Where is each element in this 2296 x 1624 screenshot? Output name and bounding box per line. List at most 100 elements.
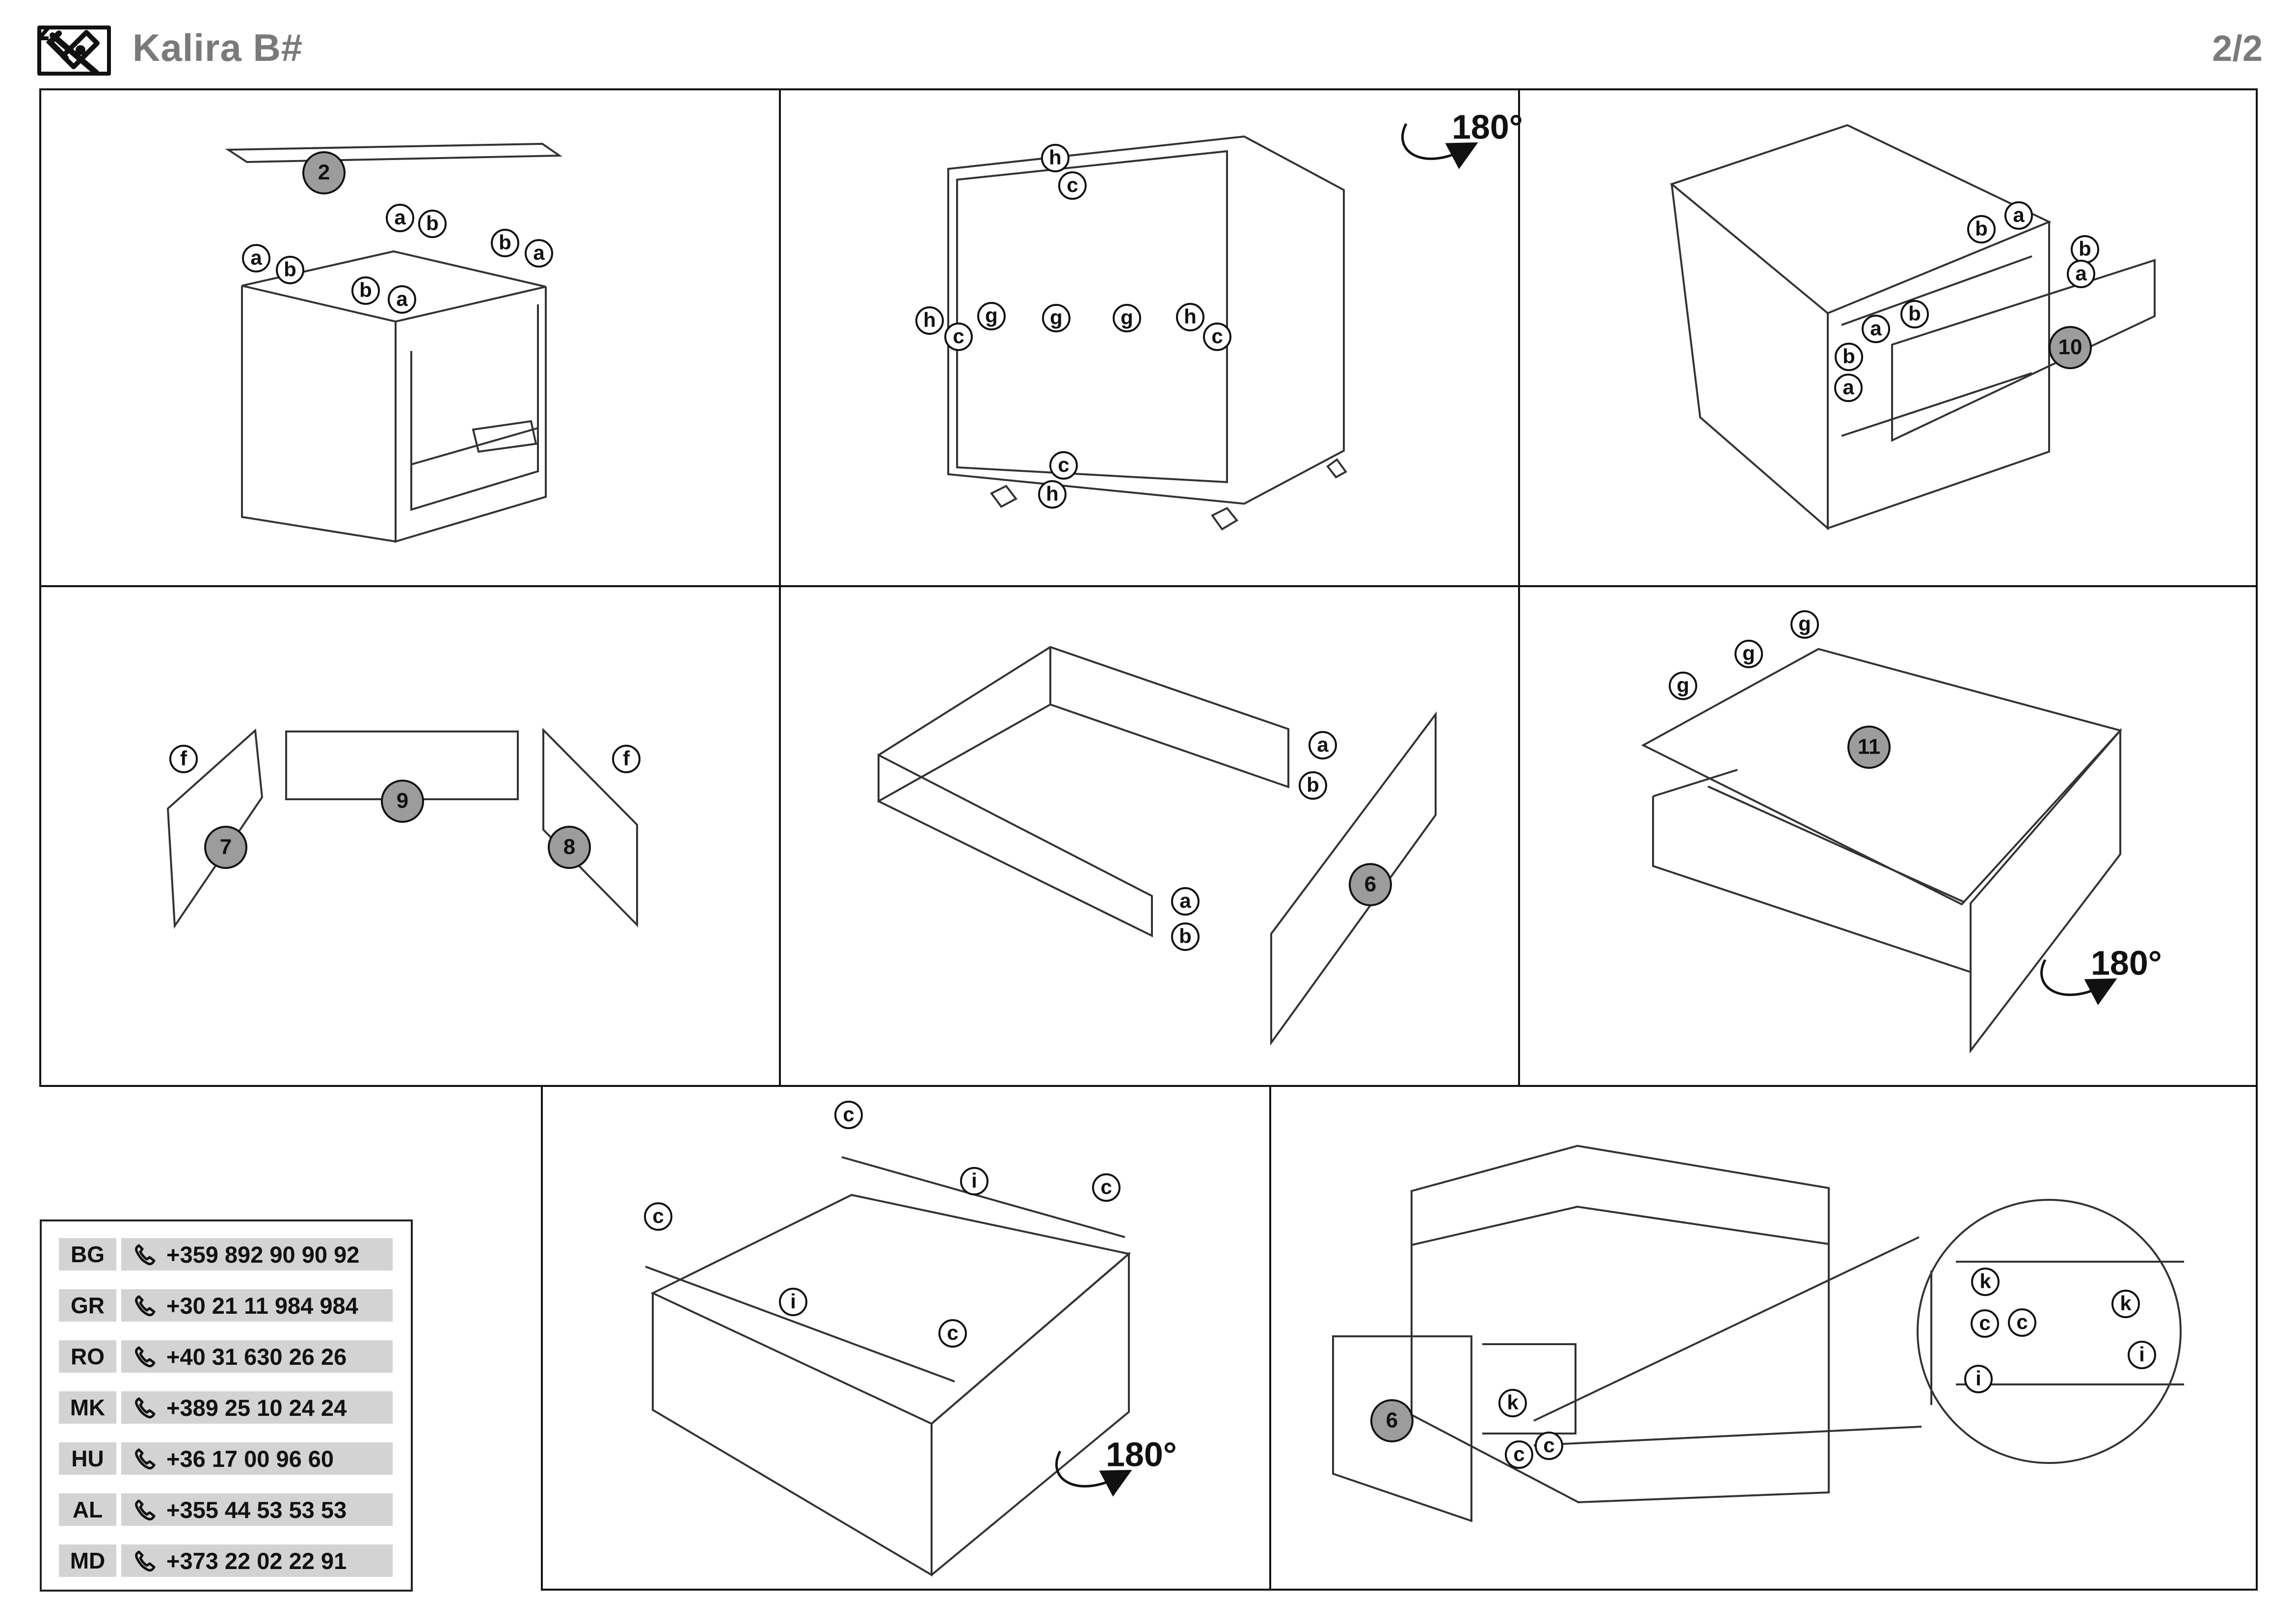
fastener-f-marker [612, 745, 641, 773]
fastener-k-marker [1498, 1389, 1527, 1417]
fastener-a-marker [388, 285, 416, 314]
header-tools-icon [37, 26, 111, 76]
panel-6-drawer-bottom [1641, 648, 2122, 1054]
fastener-c-marker [1092, 1173, 1121, 1202]
fastener-c-label: c [953, 325, 964, 348]
fastener-a-label: a [1179, 889, 1191, 912]
fastener-c-label: c [1100, 1175, 1112, 1198]
panel-frames [39, 88, 2258, 1591]
contact-row: GR +30 21 11 984 984 [59, 1289, 394, 1322]
fastener-g-label: g [985, 304, 998, 327]
fastener-b-label: b [426, 212, 439, 235]
fastener-c-marker [644, 1202, 672, 1231]
contact-row: HU +36 17 00 96 60 [59, 1442, 394, 1475]
phone-number-box: +373 22 02 22 91 [121, 1544, 393, 1577]
fastener-c-marker [938, 1319, 967, 1348]
panel-1-carcass-top [225, 142, 563, 543]
fastener-a-label: a [2013, 203, 2025, 226]
fastener-b-marker [418, 210, 447, 238]
phone-number: +40 31 630 26 26 [166, 1343, 347, 1370]
panel-3-drawer-front-install [1669, 124, 2156, 531]
country-code: HU [59, 1442, 116, 1475]
phone-number: +355 44 53 53 53 [166, 1496, 347, 1523]
fastener-b-marker [276, 256, 304, 284]
phone-number-box: +40 31 630 26 26 [121, 1340, 393, 1373]
fastener-c-label: c [1543, 1434, 1554, 1457]
fastener-a-marker [525, 239, 553, 268]
fastener-h-marker [915, 306, 944, 335]
country-code: AL [59, 1493, 116, 1526]
fastener-g-label: g [1677, 674, 1689, 697]
phone-number-box: +359 892 90 90 92 [121, 1238, 393, 1271]
fastener-c-label: c [1513, 1442, 1524, 1465]
fastener-b-label: b [499, 231, 511, 254]
step-drawer_front_3-label: 6 [1386, 1408, 1398, 1433]
step-back_panel-label: 9 [397, 789, 408, 813]
fastener-k-marker [2111, 1290, 2140, 1318]
fastener-h-label: h [1049, 146, 1062, 169]
fastener-c-label: c [1979, 1311, 1990, 1334]
fastener-a-marker [1308, 731, 1337, 759]
fastener-a-marker [386, 204, 414, 232]
panel-7-drawer-slides [645, 1156, 1131, 1577]
fastener-f-label: f [623, 747, 630, 770]
step-left_side-label: 7 [220, 835, 232, 859]
fastener-c-label: c [2016, 1310, 2028, 1333]
fastener-b-marker [1900, 300, 1929, 328]
fastener-b-label: b [1842, 345, 1855, 368]
fastener-h-marker [1041, 144, 1069, 172]
fastener-h-label: h [1046, 482, 1059, 505]
fastener-a-label: a [1317, 733, 1329, 756]
fastener-a-marker [242, 244, 270, 272]
fastener-c-label: c [1067, 173, 1078, 196]
fastener-c-marker [834, 1101, 863, 1129]
fastener-b-marker [1967, 215, 1996, 244]
fastener-c-label: c [1058, 453, 1069, 476]
fastener-a-marker [1834, 374, 1863, 402]
fastener-b-marker [351, 276, 380, 305]
fastener-g-marker [1042, 304, 1070, 332]
fastener-i-label: i [2139, 1343, 2145, 1366]
fastener-i-marker [960, 1167, 988, 1195]
country-code: RO [59, 1340, 116, 1373]
fastener-g-marker [977, 302, 1006, 330]
country-code: BG [59, 1238, 116, 1271]
rotation-bottom-arrow-icon [1055, 1450, 1132, 1497]
page-number: 2/2 [2212, 28, 2263, 69]
step-drawer_front_2-label: 6 [1364, 872, 1376, 896]
fastener-b-label: b [1908, 302, 1921, 325]
fastener-a-label: a [1842, 376, 1854, 399]
fastener-c-label: c [947, 1321, 958, 1344]
phone-icon [135, 1448, 156, 1470]
fastener-h-label: h [923, 308, 936, 331]
fastener-b-marker [491, 229, 519, 257]
step-drawer_front_3-badge [1370, 1399, 1414, 1442]
phone-icon [135, 1295, 156, 1317]
fastener-g-marker [1790, 610, 1819, 639]
fastener-a-label: a [2075, 262, 2087, 285]
fastener-g-label: g [1121, 306, 1133, 329]
step-drawer_bottom-label: 11 [1858, 735, 1881, 759]
phone-number: +389 25 10 24 24 [166, 1394, 347, 1421]
step-drawer_front_2-badge [1349, 863, 1392, 906]
fastener-b-label: b [1179, 924, 1192, 947]
phone-number: +373 22 02 22 91 [166, 1547, 347, 1574]
fastener-g-marker [1113, 304, 1141, 332]
contact-table: BG +359 892 90 90 92 GR +30 21 11 984 98… [40, 1219, 413, 1592]
fastener-a-marker [1862, 315, 1890, 343]
fastener-i-marker [2128, 1341, 2156, 1369]
fastener-b-label: b [359, 278, 372, 301]
fastener-b-label: b [284, 258, 296, 281]
fastener-a-marker [1171, 887, 1200, 916]
country-code: GR [59, 1289, 116, 1322]
fastener-g-marker [1735, 640, 1763, 668]
fastener-i-label: i [790, 1290, 796, 1313]
phone-icon [135, 1346, 156, 1368]
step-top_panel-label: 2 [318, 161, 330, 185]
fastener-c-label: c [652, 1204, 664, 1227]
fastener-h-marker [1038, 480, 1067, 509]
rotation-top-arrow-icon [1401, 123, 1478, 169]
fastener-k-label: k [2120, 1292, 2132, 1315]
